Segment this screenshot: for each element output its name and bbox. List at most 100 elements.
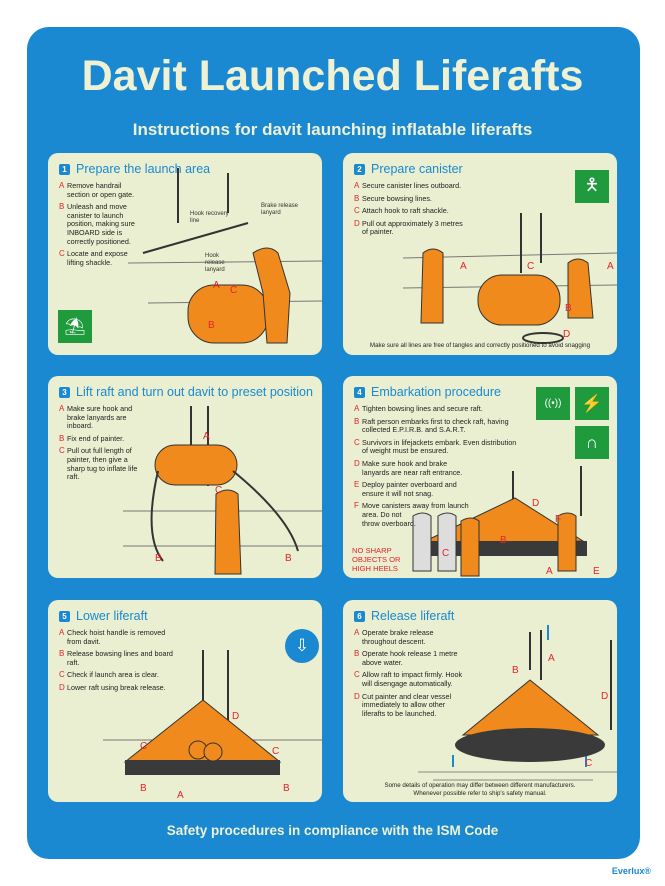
illustration-label: C [140,741,148,752]
step-text: Pull out full length of painter, then gi… [67,446,138,482]
step-number-badge: 5 [59,610,70,622]
illustration-step-3 [123,406,322,575]
brand-logo: Everlux® [611,866,651,876]
illustration-step-1 [127,168,322,344]
illustration-label: E [593,566,600,577]
step-text: Remove handrail section or open gate. [67,181,135,199]
liferaft-davit-icon: ⛱ [58,310,92,343]
panel-title: Embarkation procedure [371,385,501,399]
panel-note: Some details of operation may differ bet… [384,782,576,797]
step-letter: A [354,404,360,413]
step-text: Move canisters away from launch area. Do… [362,501,469,528]
epirb-icon: ((•)) [536,387,570,420]
step-letter: E [354,480,360,490]
step-number-badge: 2 [354,163,365,175]
step-letter: A [354,628,360,637]
sart-icon: ⚡ [575,387,609,420]
step-letter: B [59,202,65,212]
poster-subtitle: Instructions for davit launching inflata… [132,120,533,139]
panel-title: Release liferaft [371,609,455,623]
step-text: Attach hook to raft shackle. [362,206,449,216]
panel-header: 2 Prepare canister [354,162,463,176]
illustration-label: D [601,691,609,702]
step-letter: D [354,691,360,701]
illustration-label: B [155,553,162,564]
step-text: Survivors in lifejackets embark. Even di… [362,437,517,456]
step-text: Check if launch area is clear. [67,670,159,680]
illustration-label: A [203,431,210,442]
panel-title: Lower liferaft [76,609,148,623]
illustration-label: C [527,261,535,272]
illustration-label: A [546,566,553,577]
illustration-label: B [283,783,290,794]
step-letter: C [59,249,65,259]
illustration-step-6 [418,625,617,781]
illustration-annotation: Hook recovery line [190,211,229,224]
illustration-label: D [563,329,571,340]
illustration-annotation: Brake release lanyard [261,203,299,216]
step-text: Deploy painter overboard and ensure it w… [362,480,457,498]
illustration-label: C [442,548,450,559]
illustration-label: A [607,261,614,272]
illustration-label: B [208,320,215,331]
liferaft-lowering-icon: ⇩ [285,629,319,663]
step-text: Locate and expose lifting shackle. [67,249,128,267]
illustration-label: B [285,553,292,564]
illustration-label: C [272,746,280,757]
illustration-annotation: Hook release lanyard [205,253,225,273]
step-text: Operate hook release 1 metre above water… [362,649,458,667]
step-letter: D [59,682,65,692]
panel-note: Make sure all lines are free of tangles … [369,341,591,349]
step-text: Raft person embarks first to check raft,… [362,416,509,435]
illustration-label: C [230,285,238,296]
step-text: Tighten bowsing lines and secure raft. [362,404,483,413]
step-letter: F [354,501,359,511]
immersion-suit-icon: 🯅 [575,170,609,203]
illustration-label: C [585,758,593,769]
step-text: Check hoist handle is removed from davit… [67,628,166,646]
illustration-step-4 [412,466,587,577]
illustration-label: C [215,485,223,496]
illustration-label: D [232,711,240,722]
illustration-label: B [140,783,147,794]
panel-title: Prepare canister [371,162,463,176]
illustration-label: A [177,790,184,801]
illustration-label: A [548,653,555,664]
lifejacket-icon: ∩ [575,426,609,459]
step-letter: C [354,437,360,447]
poster-footer: Safety procedures in compliance with the… [166,823,499,838]
illustration-label: B [512,665,519,676]
